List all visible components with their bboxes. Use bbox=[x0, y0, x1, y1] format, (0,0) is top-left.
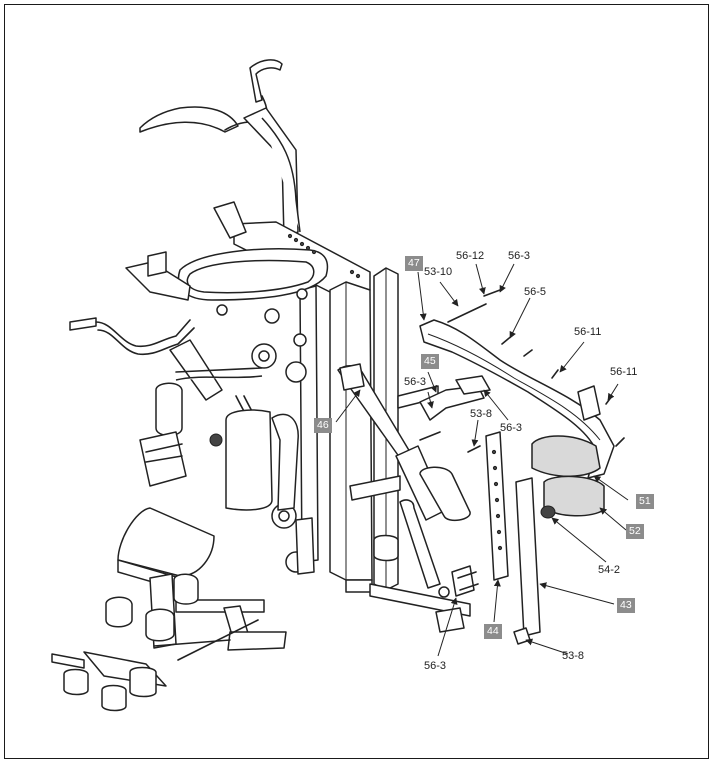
bracket-45 bbox=[419, 385, 485, 421]
tag-47: 47 bbox=[405, 256, 423, 271]
main-gym-machine bbox=[51, 59, 391, 712]
drawing-frame bbox=[4, 4, 709, 759]
post-44 bbox=[485, 431, 509, 581]
press-arm-left bbox=[69, 317, 195, 356]
callout-56-3-top: 56-3 bbox=[508, 250, 531, 262]
tag-46: 46 bbox=[314, 418, 332, 433]
tag-51: 51 bbox=[636, 494, 654, 509]
tag-44: 44 bbox=[484, 624, 502, 639]
callout-56-3-mid: 56-3 bbox=[404, 376, 427, 388]
callout-53-8-mid: 53-8 bbox=[470, 408, 493, 420]
callout-56-11-b: 56-11 bbox=[610, 366, 638, 378]
lat-pulldown-bar bbox=[139, 59, 283, 133]
post-43 bbox=[515, 477, 541, 637]
callout-56-5: 56-5 bbox=[524, 286, 547, 298]
leader-lines bbox=[335, 263, 629, 657]
seat-back-pad bbox=[225, 409, 273, 511]
pad-51 bbox=[531, 435, 601, 477]
callout-53-8-bottom: 53-8 bbox=[562, 650, 585, 662]
callout-56-12: 56-12 bbox=[456, 250, 485, 262]
rod-53-10 bbox=[447, 303, 487, 323]
callout-54-2: 54-2 bbox=[598, 564, 621, 576]
tag-45: 45 bbox=[421, 354, 439, 369]
preacher-seat-pad bbox=[117, 507, 215, 577]
callout-56-3-right: 56-3 bbox=[500, 422, 523, 434]
tag-43: 43 bbox=[617, 598, 635, 613]
callout-56-3-bottom: 56-3 bbox=[424, 660, 447, 672]
main-tower bbox=[329, 281, 373, 581]
callout-53-10: 53-10 bbox=[424, 266, 453, 278]
callout-56-11-a: 56-11 bbox=[574, 326, 602, 338]
tag-52: 52 bbox=[626, 524, 644, 539]
press-station-frame bbox=[337, 267, 625, 645]
